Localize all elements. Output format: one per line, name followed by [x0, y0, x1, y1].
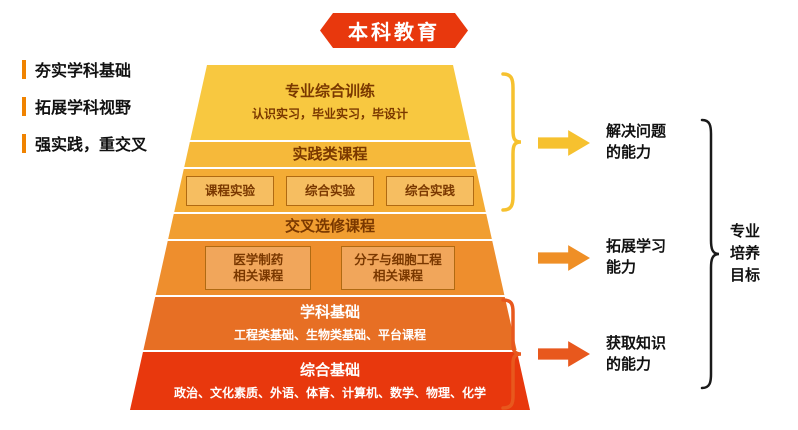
section-subtitle: 工程类基础、生物类基础、平台课程 — [233, 328, 426, 342]
brace-overall-goal-icon — [700, 118, 720, 390]
orange-bar-icon — [22, 96, 26, 116]
section-subtitle: 政治、文化素质、外语、体育、计算机、数学、物理、化学 — [173, 385, 486, 400]
brace-foundation-group-icon — [500, 298, 522, 410]
orange-bar-icon — [22, 133, 26, 153]
banner-undergraduate-education: 本科教育 — [320, 13, 468, 48]
section-title: 专业综合训练 — [284, 83, 375, 100]
section-title: 学科基础 — [299, 304, 360, 321]
course-box-molecular-cell-engineering: 分子与细胞工程 相关课程 — [341, 246, 455, 290]
course-box-comprehensive-experiment: 综合实验 — [286, 175, 374, 206]
outcome-knowledge-acquisition: 获取知识 的能力 — [606, 335, 667, 373]
goal-item-broaden-vision: 拓展学科视野 — [22, 95, 147, 117]
left-goals-list: 夯实学科基础 拓展学科视野 强实践，重交叉 — [22, 58, 147, 169]
brace-practice-group-icon — [500, 72, 522, 212]
goal-item-strengthen-foundation: 夯实学科基础 — [22, 58, 147, 80]
course-box-course-experiment: 课程实验 — [186, 175, 274, 206]
section-comprehensive-foundation: 综合基础 政治、文化素质、外语、体育、计算机、数学、物理、化学 — [130, 352, 530, 410]
section-practice-courses: 实践类课程 — [130, 142, 530, 167]
goal-item-label: 拓展学科视野 — [35, 100, 132, 117]
goal-item-label: 夯实学科基础 — [35, 63, 132, 80]
section-cross-elective-boxes: 医学制药 相关课程 分子与细胞工程 相关课程 — [130, 241, 530, 295]
section-disciplinary-foundation: 学科基础 工程类基础、生物类基础、平台课程 — [130, 297, 530, 350]
goal-item-practice-cross: 强实践，重交叉 — [22, 132, 147, 154]
outcome-problem-solving: 解决问题 的能力 — [606, 123, 667, 161]
section-professional-comprehensive-training: 专业综合训练 认识实习，毕业实习，毕设计 — [130, 65, 530, 140]
arrow-learning-expansion-icon — [538, 245, 590, 271]
section-title: 综合基础 — [299, 361, 360, 379]
arrow-problem-solving-icon — [538, 130, 590, 156]
section-title: 实践类课程 — [292, 145, 368, 163]
course-box-medical-pharma: 医学制药 相关课程 — [205, 246, 312, 290]
arrow-knowledge-acquisition-icon — [538, 341, 590, 367]
course-box-comprehensive-practice: 综合实践 — [386, 175, 474, 206]
section-title: 交叉选修课程 — [284, 217, 375, 235]
banner-label: 本科教育 — [348, 22, 440, 44]
overall-goal-label: 专业 培养 目标 — [730, 223, 761, 284]
orange-bar-icon — [22, 59, 26, 79]
section-practice-boxes: 课程实验 综合实验 综合实践 — [130, 169, 530, 212]
section-subtitle: 认识实习，毕业实习，毕设计 — [251, 107, 408, 121]
section-cross-elective-courses: 交叉选修课程 — [130, 214, 530, 239]
curriculum-pyramid: 专业综合训练 认识实习，毕业实习，毕设计 实践类课程 课程实验 综合实验 综合实… — [130, 65, 530, 410]
outcome-learning-expansion: 拓展学习 能力 — [606, 238, 667, 276]
goal-item-label: 强实践，重交叉 — [35, 137, 148, 154]
